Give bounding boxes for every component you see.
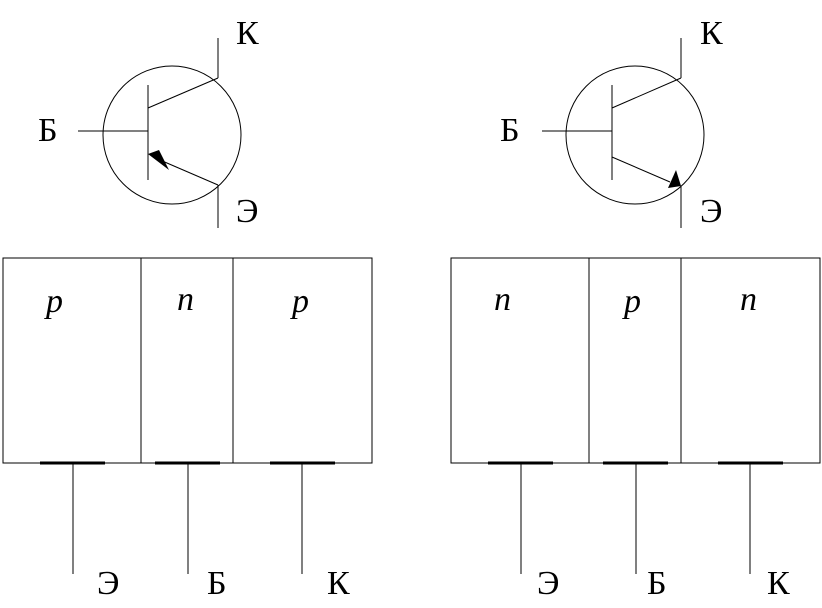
npn-symbol: Б К Э	[500, 15, 723, 230]
npn-collector-label: К	[700, 15, 723, 52]
npn-region-base: p	[622, 283, 641, 320]
pnp-emitter-label: Э	[236, 193, 258, 230]
npn-emitter-line	[611, 156, 671, 183]
pnp-terminal-emitter: Э	[97, 565, 119, 602]
pnp-collector-label: К	[236, 15, 259, 52]
npn-region-emitter: n	[494, 281, 511, 318]
pnp-region-collector: p	[290, 283, 309, 320]
pnp-base-label: Б	[38, 112, 58, 149]
pnp-symbol: Б К Э	[38, 15, 259, 230]
npn-terminal-emitter: Э	[537, 565, 559, 602]
npn-symbol-circle	[565, 65, 705, 205]
pnp-collector-line	[147, 77, 219, 109]
pnp-symbol-circle	[102, 65, 242, 205]
npn-structure: n p n Э Б К	[450, 257, 821, 602]
npn-emitter-label: Э	[700, 193, 722, 230]
npn-emitter-arrow-icon	[668, 170, 681, 188]
pnp-region-base: n	[177, 281, 194, 318]
pnp-emitter-line	[159, 159, 219, 186]
npn-terminal-base: Б	[647, 565, 667, 602]
npn-collector-line	[611, 77, 682, 109]
pnp-region-emitter: p	[44, 283, 63, 320]
pnp-terminal-collector: К	[327, 565, 350, 602]
npn-terminal-collector: К	[767, 565, 790, 602]
npn-base-label: Б	[500, 112, 520, 149]
pnp-structure: p n p Э Б К	[2, 257, 373, 602]
npn-region-collector: n	[740, 281, 757, 318]
pnp-terminal-base: Б	[207, 565, 227, 602]
pnp-emitter-arrow-icon	[148, 150, 169, 170]
